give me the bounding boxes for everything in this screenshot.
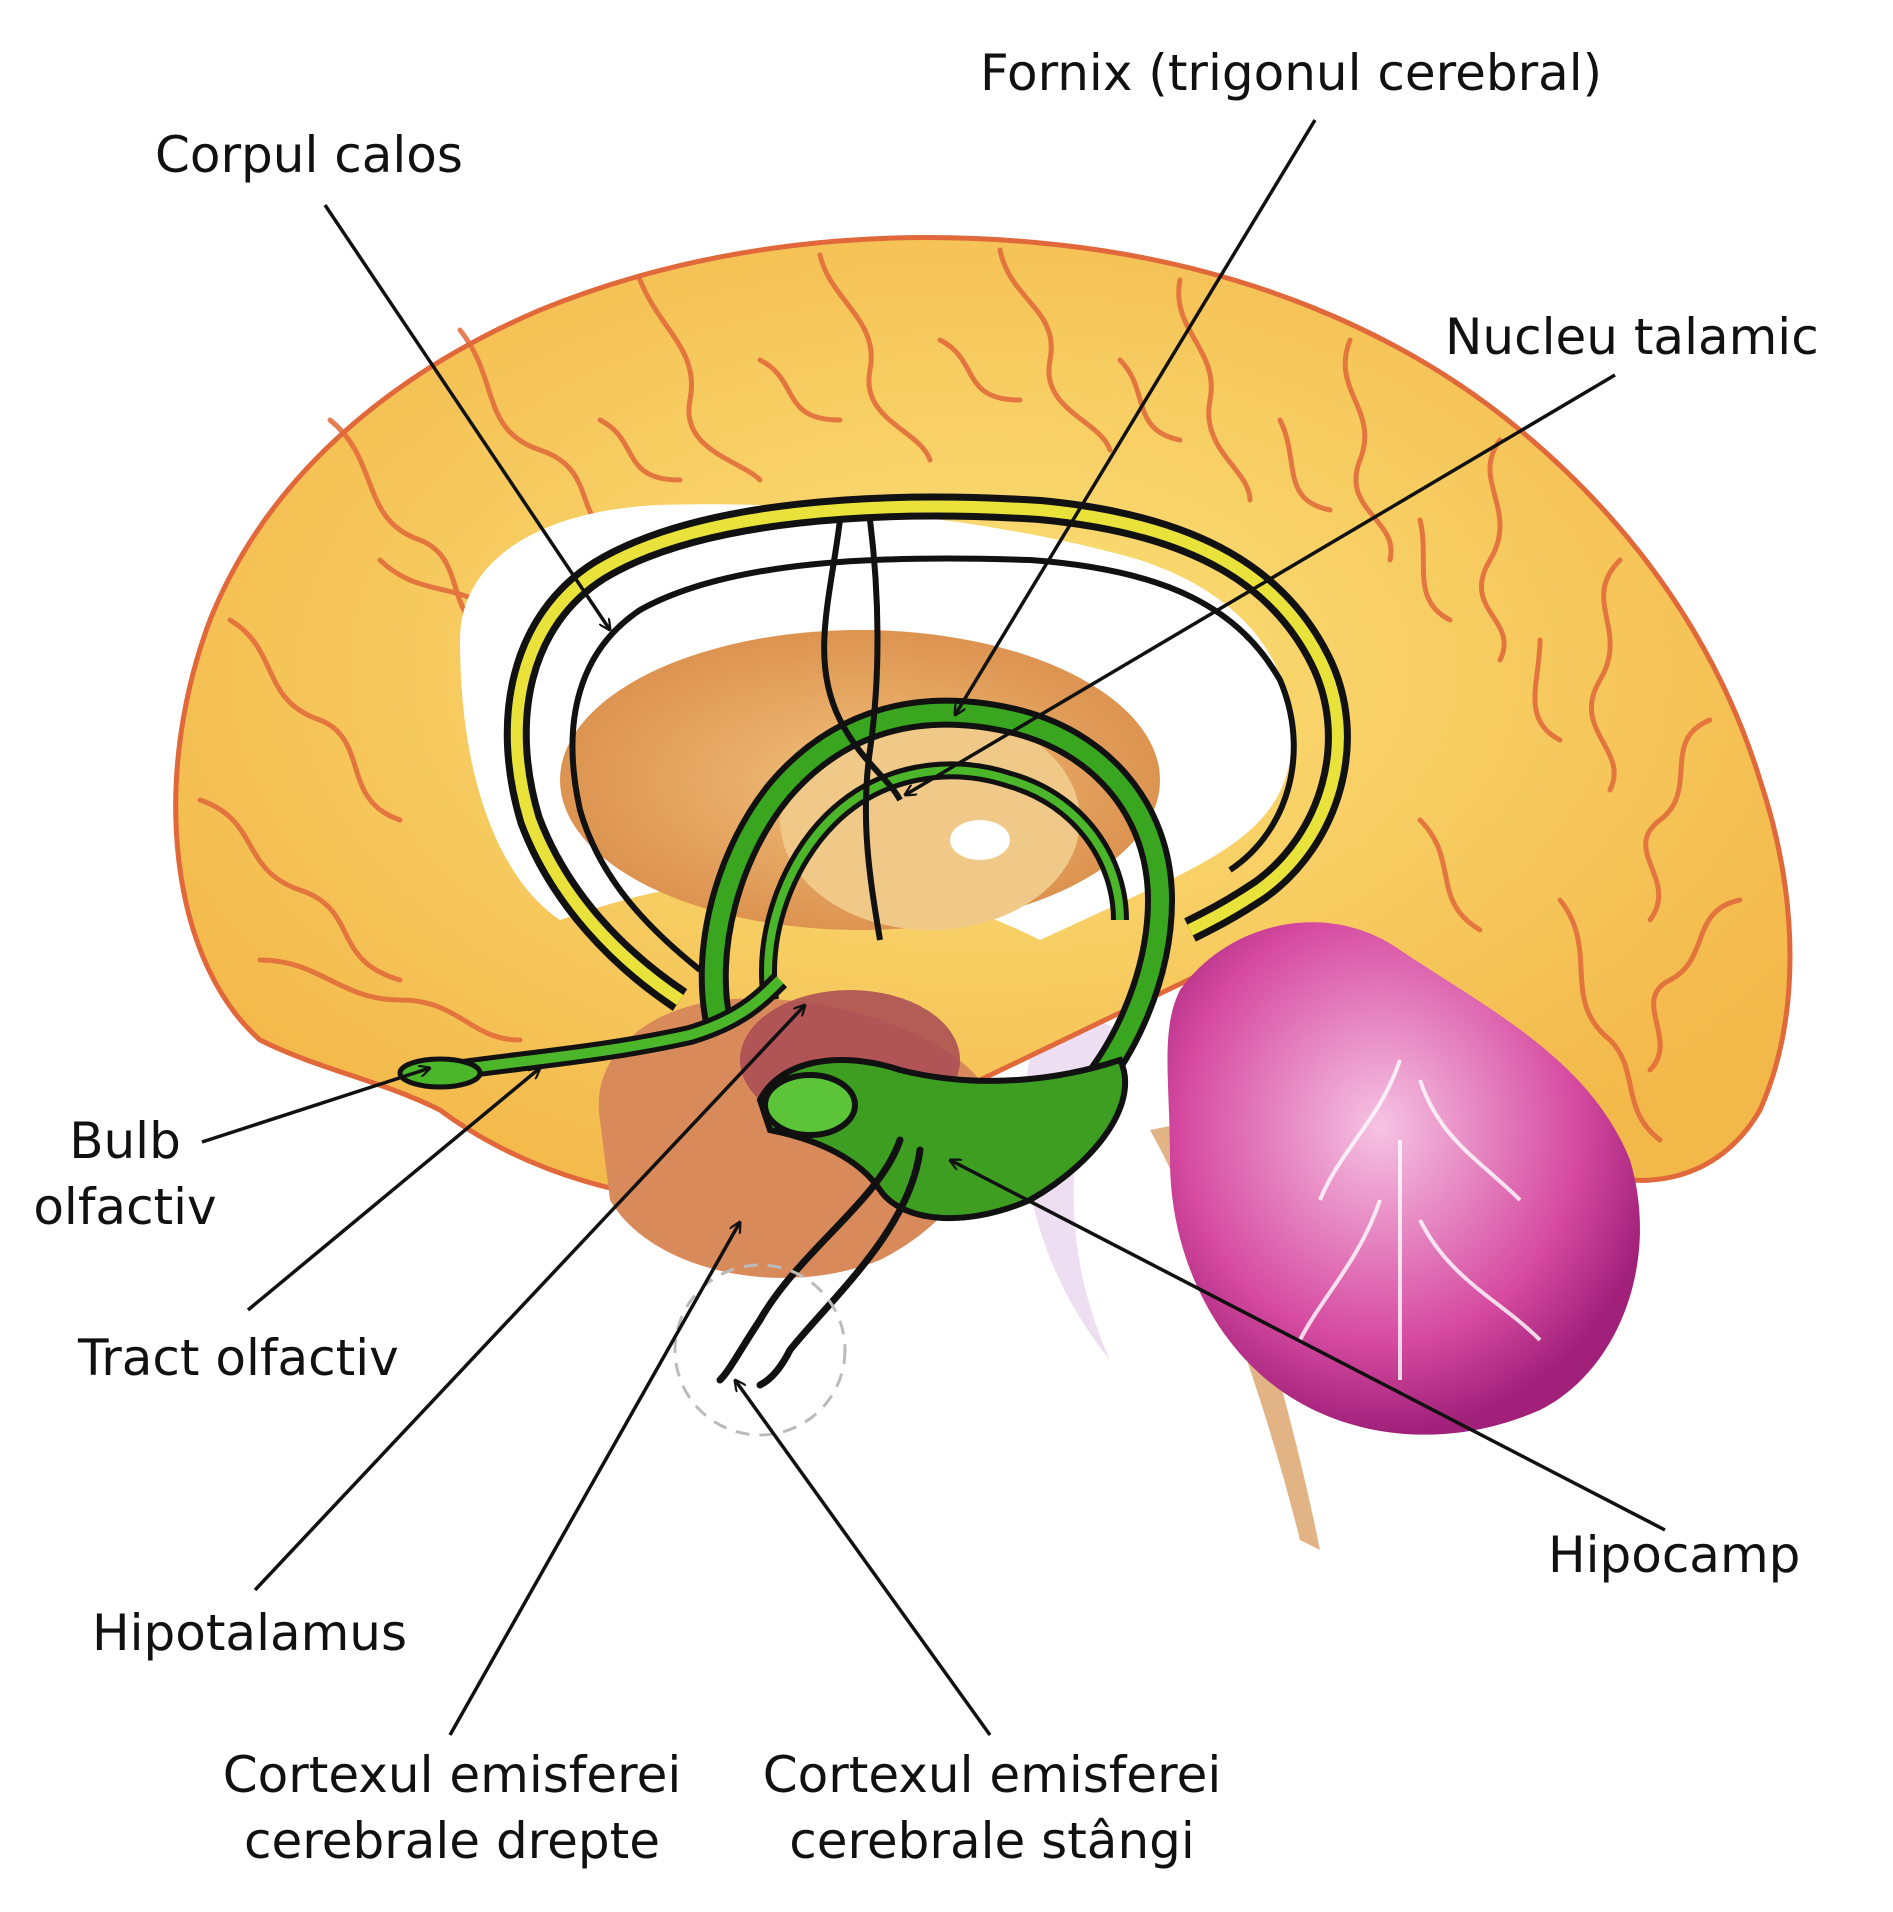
pituitary-outline (673, 1263, 847, 1437)
fornix-columns (821, 519, 903, 941)
cerebellum-folia (1298, 1059, 1542, 1380)
label-olfactory-bulb: Bulb olfactiv (30, 1108, 220, 1240)
gyri (197, 247, 1743, 1143)
label-right-cortex-line2: cerebrale drepte (243, 1812, 660, 1870)
label-right-cortex: Cortexul emisferei cerebrale drepte (212, 1742, 692, 1874)
label-fornix: Fornix (trigonul cerebral) (980, 44, 1603, 102)
leader-olfactory-bulb (201, 1068, 430, 1144)
label-left-cortex-line2: cerebrale stângi (789, 1812, 1195, 1870)
brainstem (1150, 1120, 1320, 1550)
label-olfactory-tract: Tract olfactiv (78, 1329, 399, 1387)
leader-right-cortex (448, 1222, 740, 1736)
leader-thalamic-nucleus (905, 373, 1616, 795)
leader-olfactory-tract (246, 1068, 540, 1312)
label-hypothalamus: Hipotalamus (92, 1604, 408, 1662)
cerebellum (1167, 922, 1640, 1435)
hypothalamic-stalks (716, 1136, 924, 1389)
label-left-cortex-line1: Cortexul emisferei (762, 1746, 1222, 1804)
label-corpus-callosum: Corpul calos (155, 126, 463, 184)
interthalamic-spot (950, 820, 1010, 860)
leader-hypothalamus (253, 1005, 805, 1592)
thalamus-inner (780, 710, 1080, 930)
label-olfactory-bulb-line1: Bulb (69, 1112, 181, 1170)
leader-lines (201, 119, 1666, 1737)
label-thalamic-nucleus: Nucleu talamic (1445, 308, 1819, 366)
leader-corpus-callosum (323, 204, 610, 630)
label-hippocampus: Hipocamp (1548, 1526, 1801, 1584)
label-left-cortex: Cortexul emisferei cerebrale stângi (752, 1742, 1232, 1874)
leader-left-cortex (735, 1380, 992, 1737)
amygdala (762, 1072, 858, 1138)
label-right-cortex-line1: Cortexul emisferei (222, 1746, 682, 1804)
label-olfactory-bulb-line2: olfactiv (33, 1178, 217, 1236)
leader-hippocampus (950, 1160, 1666, 1532)
leader-fornix (955, 119, 1317, 715)
